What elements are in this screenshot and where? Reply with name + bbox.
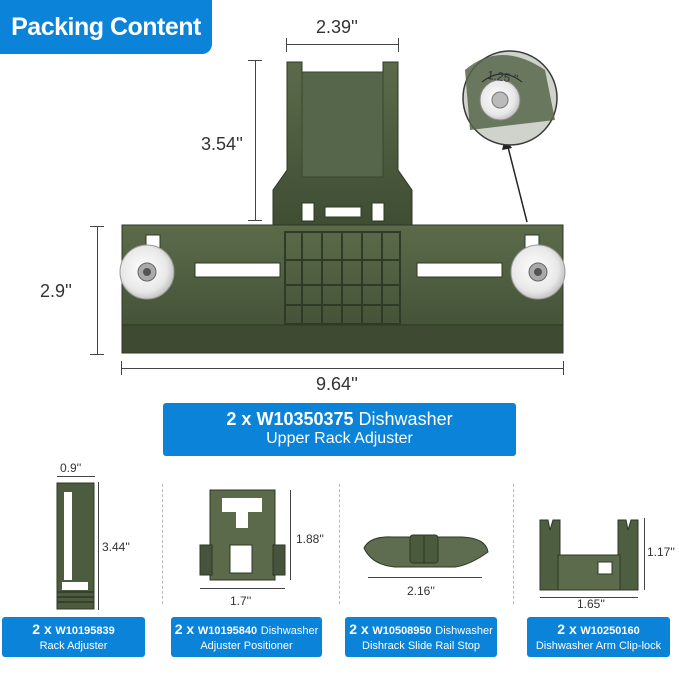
part3-name-line1: Dishwasher [435,625,493,637]
part4-label: 2 x W10250160 Dishwasher Arm Clip-lock [527,617,670,657]
part1-height-line [98,482,99,610]
part4-height-label: 1.17'' [647,545,675,559]
part1-label: 2 x W10195839 Rack Adjuster [2,617,145,657]
top-width-tick-left [286,38,287,52]
part1-part-number: W10195839 [55,625,115,637]
upper-height-tick-top [248,60,262,61]
part1-quantity: 2 x [32,621,52,637]
part2-height-label: 1.88'' [296,532,324,546]
total-width-tick-right [563,361,564,375]
part4-quantity: 2 x [557,621,577,637]
part2-width-line [200,588,285,589]
part4-part-number: W10250160 [580,625,640,637]
part3-name-line2: Dishrack Slide Rail Stop [362,640,480,652]
divider-3 [513,484,514,604]
part3-quantity: 2 x [349,621,369,637]
part3-part-number: W10508950 [372,625,432,637]
upper-height-line [255,60,256,220]
top-width-line [286,44,399,45]
main-quantity: 2 x [226,409,252,429]
main-name-line1: Dishwasher [358,409,453,429]
upper-height-tick-bottom [248,220,262,221]
part4-width-line [540,597,638,598]
part4-width-label: 1.65'' [577,597,605,611]
main-item-label: 2 x W10350375 Dishwasher Upper Rack Adju… [163,403,516,456]
main-name-line2: Upper Rack Adjuster [266,430,413,447]
top-width-tick-right [398,38,399,52]
body-height-tick-bottom [90,354,104,355]
part3-label: 2 x W10508950 Dishwasher Dishrack Slide … [345,617,497,657]
part2-part-number: W10195840 [197,625,258,637]
part4-height-line [644,518,645,590]
total-width-label: 9.64'' [316,374,358,394]
total-width-line [121,368,564,369]
part1-height-label: 3.44'' [102,540,130,554]
packing-content-title: Packing Content [0,0,212,54]
part2-name-line1: Dishwasher [260,625,319,637]
part2-label: 2 x W10195840 Dishwasher Adjuster Positi… [171,617,322,657]
divider-1 [162,484,163,604]
part2-height-line [290,490,291,580]
part2-quantity: 2 x [174,621,195,637]
main-part-number: W10350375 [256,409,354,429]
body-height-line [97,226,98,354]
body-height-label: 2.9'' [40,281,72,301]
part2-width-label: 1.7'' [230,594,252,608]
total-width-tick-left [121,361,122,375]
top-width-label: 2.39'' [316,17,358,37]
part1-name: Rack Adjuster [39,640,108,652]
divider-2 [339,484,340,604]
upper-height-label: 3.54'' [201,134,243,154]
part2-name-line2: Adjuster Positioner [200,640,293,652]
part3-width-label: 2.16'' [407,584,435,598]
part4-name: Dishwasher Arm Clip-lock [535,640,662,652]
part1-width-line [57,476,95,477]
part3-width-line [368,577,482,578]
part1-width-label: 0.9'' [60,461,82,475]
body-height-tick-top [90,226,104,227]
